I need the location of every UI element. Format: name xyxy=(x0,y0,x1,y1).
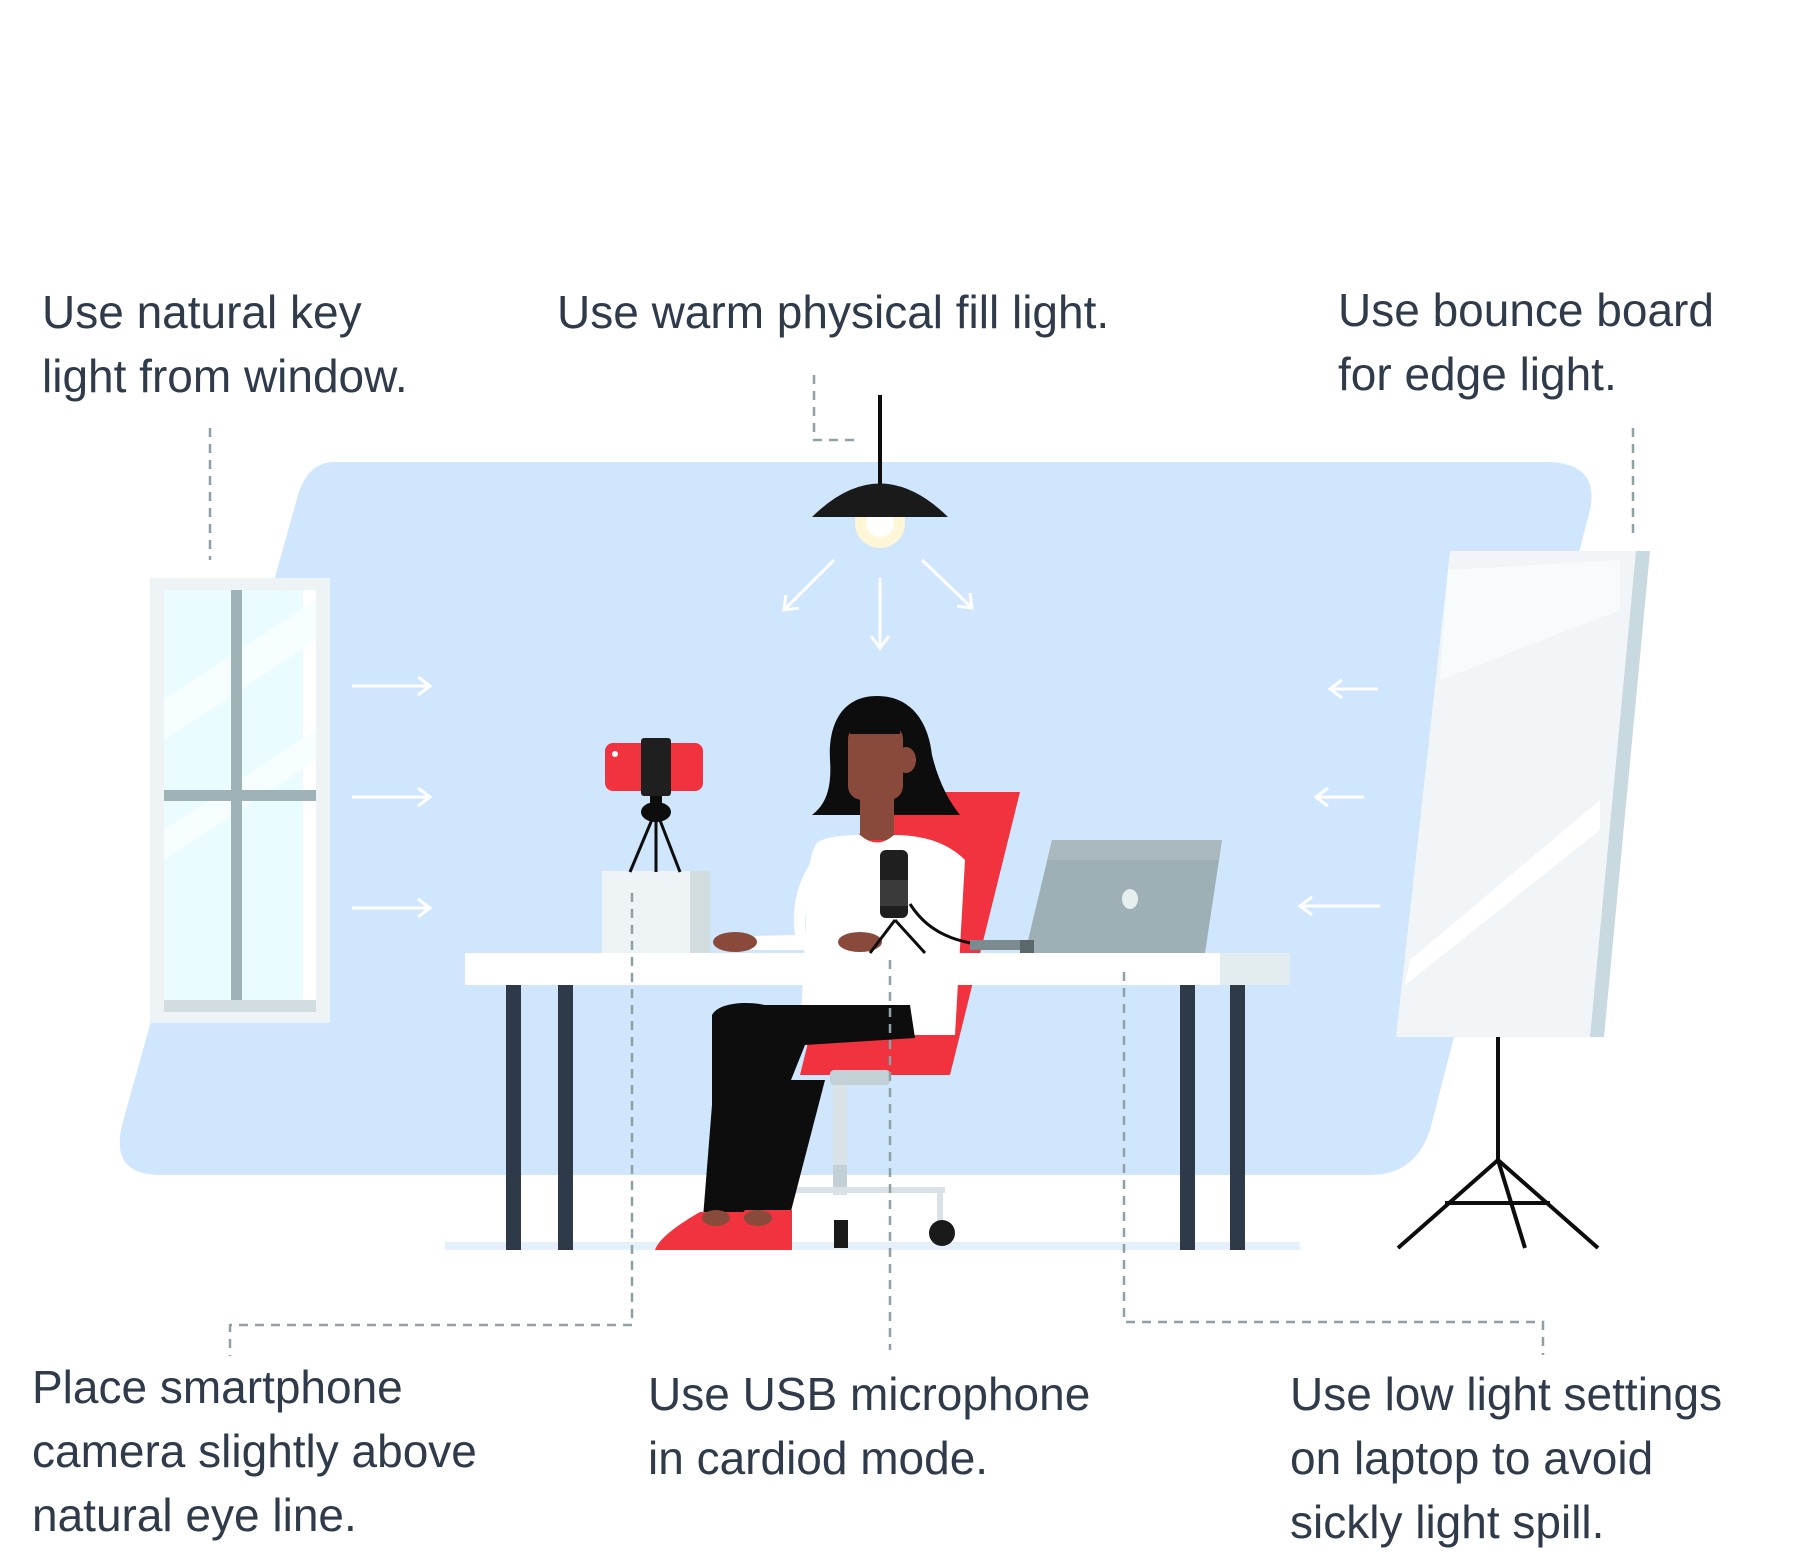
floor-line xyxy=(445,1242,1300,1250)
caption-line: Use USB microphone xyxy=(648,1368,1091,1420)
caption-window-light: Use natural key light from window. xyxy=(42,280,408,408)
laptop xyxy=(970,840,1222,953)
caption-line: Use low light settings xyxy=(1290,1368,1723,1420)
caption-line: Use natural key xyxy=(42,286,362,338)
caption-line: sickly light spill. xyxy=(1290,1496,1605,1548)
desk xyxy=(465,953,1290,1250)
storage-box xyxy=(602,871,710,953)
bounce-light-arrows xyxy=(1297,678,1380,917)
caption-line: Use bounce board xyxy=(1338,284,1714,336)
caption-smartphone: Place smartphone camera slightly above n… xyxy=(32,1355,477,1547)
caption-line: natural eye line. xyxy=(32,1489,357,1541)
light-stand xyxy=(1396,1037,1600,1250)
wall-background xyxy=(119,462,1592,1175)
window-light-arrows xyxy=(352,675,433,919)
window xyxy=(150,578,330,1023)
caption-line: in cardiod mode. xyxy=(648,1432,989,1484)
pendant-lamp xyxy=(812,395,948,548)
smartphone-on-tripod xyxy=(605,738,703,873)
caption-bounce-board: Use bounce board for edge light. xyxy=(1338,278,1714,406)
bounce-board xyxy=(1396,551,1650,1037)
caption-line: camera slightly above xyxy=(32,1425,477,1477)
caption-line: on laptop to avoid xyxy=(1290,1432,1654,1484)
caption-fill-light: Use warm physical fill light. xyxy=(557,280,1109,344)
leader-lines xyxy=(208,375,1635,1356)
caption-line: for edge light. xyxy=(1338,348,1617,400)
caption-microphone: Use USB microphone in cardiod mode. xyxy=(648,1362,1090,1490)
lamp-light-arrows xyxy=(782,558,974,651)
caption-line: Place smartphone xyxy=(32,1361,403,1413)
caption-line: light from window. xyxy=(42,350,408,402)
caption-line: Use warm physical fill light. xyxy=(557,286,1110,338)
caption-laptop: Use low light settings on laptop to avoi… xyxy=(1290,1362,1722,1554)
